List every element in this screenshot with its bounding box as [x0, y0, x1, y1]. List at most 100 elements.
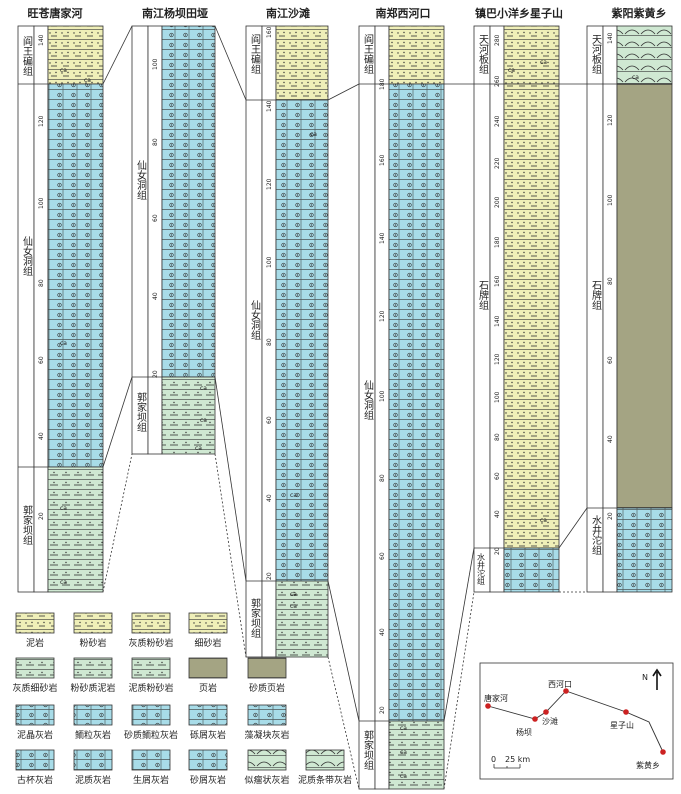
column-tangjiahe: 阎王碥组 仙女洞组 郭家坝组 140 120 100 80 60 40 20 c… — [17, 25, 104, 593]
depth-tick: 80 — [379, 474, 386, 482]
site-label: 西河口 — [548, 679, 572, 689]
legend-label: 灰质细砂岩 — [12, 682, 57, 694]
legend-label: 砾屑灰岩 — [190, 729, 226, 741]
depth-tick: 140 — [379, 232, 386, 244]
depth-tick: 40 — [607, 435, 614, 443]
depth-tick: 180 — [379, 78, 386, 90]
depth-tick: 60 — [494, 472, 501, 480]
bed-label: ca — [540, 59, 547, 66]
formation-label: 天河板组 — [477, 34, 489, 74]
legend-swatch — [305, 749, 345, 771]
scale-bar — [493, 764, 521, 769]
column-title: 南郑西河口 — [376, 6, 431, 20]
site-marker — [563, 688, 569, 694]
legend-label: 细砂岩 — [194, 637, 221, 649]
scale-label: 25 km — [505, 755, 530, 764]
depth-tick: 80 — [607, 277, 614, 285]
location-map: N 唐家河 杨坝 沙滩 西河口 星子山 紫黄乡 0 25 km — [479, 662, 674, 780]
legend-label: 泥质灰岩 — [75, 774, 111, 786]
column-shatan: 阎王碥组 仙女洞组 郭家坝组 160 140 120 100 80 60 40 … — [245, 25, 329, 658]
legend-label: 粉砂岩 — [79, 637, 106, 649]
bed-label: ca — [60, 579, 67, 586]
legend-label: 砂质页岩 — [249, 682, 285, 694]
depth-tick: 80 — [266, 338, 273, 346]
formation-label: 水井沱组 — [590, 515, 602, 555]
bed-label: ca — [195, 445, 202, 452]
legend-swatch — [188, 704, 228, 726]
bed-label: ca — [60, 505, 67, 512]
site-marker — [543, 709, 549, 715]
legend-label: 泥岩 — [26, 637, 44, 649]
bed-label: ca — [540, 517, 547, 524]
depth-tick: 80 — [152, 138, 159, 146]
formation-label: 郭家坝组 — [249, 597, 261, 638]
legend-swatch — [247, 749, 287, 771]
column-yangba: 仙女洞组 郭家坝组 100 80 60 40 20 ca ca ca — [131, 25, 216, 455]
legend-label: 藻凝块灰岩 — [244, 729, 289, 741]
depth-tick: 260 — [494, 75, 501, 87]
formation-label: 阎王碥组 — [21, 35, 33, 76]
legend-swatch — [15, 657, 55, 679]
formation-label: 仙女洞组 — [249, 299, 261, 340]
bed-label: ca — [290, 591, 297, 598]
legend-swatch — [15, 749, 55, 771]
formation-label: 仙女洞组 — [362, 379, 374, 420]
legend-label: 砂质鲕粒灰岩 — [124, 729, 178, 741]
legend-label: 灰质粉砂岩 — [128, 637, 173, 649]
depth-tick: 200 — [494, 196, 501, 208]
depth-tick: 100 — [494, 391, 501, 403]
bed-label: ca — [84, 77, 91, 84]
bed-label: ca — [508, 67, 515, 74]
depth-tick: 60 — [38, 356, 45, 364]
bed-label: ca — [60, 67, 67, 74]
correlation-lines — [102, 25, 588, 790]
formation-label: 水井沱组 — [477, 552, 486, 585]
scale-zero: 0 — [491, 755, 496, 764]
north-arrow-icon — [652, 668, 662, 690]
depth-tick: 40 — [379, 628, 386, 636]
depth-tick: 20 — [152, 370, 159, 378]
depth-tick: 20 — [266, 572, 273, 580]
depth-tick: 20 — [494, 547, 501, 555]
depth-tick: 100 — [266, 256, 273, 268]
column-title: 紫阳紫黄乡 — [612, 6, 667, 20]
legend-label: 似瘤状灰岩 — [244, 774, 289, 786]
legend-swatch — [131, 612, 171, 634]
formation-label: 郭家坝组 — [21, 504, 33, 545]
legend-label: 生屑灰岩 — [133, 774, 169, 786]
formation-label: 石牌组 — [590, 280, 602, 310]
legend-label: 古杯灰岩 — [17, 774, 53, 786]
legend-swatch — [247, 704, 287, 726]
bed-label: ca — [400, 749, 407, 756]
north-label: N — [642, 673, 648, 682]
depth-tick: 140 — [494, 315, 501, 327]
site-label: 沙滩 — [542, 716, 558, 726]
bed-label: ca — [290, 603, 297, 610]
depth-tick: 100 — [152, 58, 159, 70]
depth-tick: 140 — [38, 34, 45, 46]
depth-tick: 40 — [266, 494, 273, 502]
site-marker — [660, 749, 666, 755]
depth-tick: 100 — [607, 194, 614, 206]
depth-tick: 40 — [152, 292, 159, 300]
depth-tick: 120 — [266, 178, 273, 190]
legend: 泥岩粉砂岩灰质粉砂岩细砂岩灰质细砂岩粉砂质泥岩泥质粉砂岩页岩砂质页岩泥晶灰岩鲕粒… — [12, 612, 352, 786]
legend-label: 粉砂质泥岩 — [70, 682, 115, 694]
legend-swatch — [15, 704, 55, 726]
legend-label: 泥质条带灰岩 — [298, 774, 352, 786]
site-label: 杨坝 — [516, 727, 532, 737]
depth-tick: 140 — [607, 32, 614, 44]
site-label: 星子山 — [610, 720, 634, 730]
depth-tick: 160 — [266, 26, 273, 38]
column-title: 镇巴小洋乡星子山 — [475, 6, 563, 20]
depth-tick: 220 — [494, 157, 501, 169]
legend-swatch — [188, 749, 228, 771]
site-marker — [532, 716, 538, 722]
bed-label: ca — [400, 725, 407, 732]
depth-tick: 160 — [494, 275, 501, 287]
legend-swatch — [131, 657, 171, 679]
depth-tick: 60 — [152, 214, 159, 222]
column-title: 南江杨坝田垭 — [142, 6, 208, 20]
site-marker — [623, 709, 629, 715]
formation-label: 仙女洞组 — [135, 159, 147, 200]
